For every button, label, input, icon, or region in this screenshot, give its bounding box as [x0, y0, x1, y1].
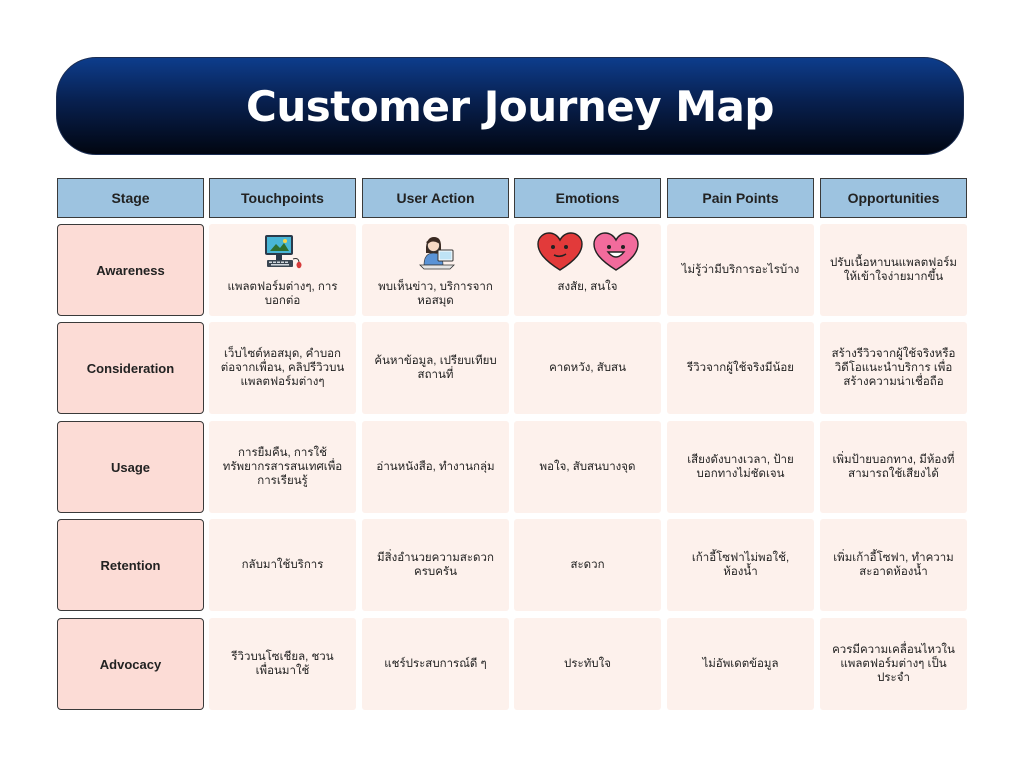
cell-text: สงสัย, สนใจ: [557, 281, 618, 293]
user-action-consideration: ค้นหาข้อมูล, เปรียบเทียบสถานที่: [362, 322, 509, 414]
cell-text: ปรับเนื้อหาบนแพลตฟอร์มให้เข้าใจง่ายมากขึ…: [830, 257, 957, 283]
cell-text: เพิ่มเก้าอี้โซฟา, ทำความสะอาดห้องน้ำ: [833, 552, 954, 578]
user-action-usage: อ่านหนังสือ, ทำงานกลุ่ม: [362, 421, 509, 513]
emotions-retention: สะดวก: [514, 519, 661, 611]
stage-retention: Retention: [57, 519, 204, 611]
opportunities-consideration: สร้างรีวิวจากผู้ใช้จริงหรือวิดีโอแนะนำบร…: [820, 322, 967, 414]
touchpoints-consideration: เว็บไซต์หอสมุด, คำบอกต่อจากเพื่อน, คลิปร…: [209, 322, 356, 414]
pain-points-consideration: รีวิวจากผู้ใช้จริงมีน้อย: [667, 322, 814, 414]
emotions-consideration: คาดหวัง, สับสน: [514, 322, 661, 414]
user-action-retention: มีสิ่งอำนวยความสะดวกครบครัน: [362, 519, 509, 611]
pain-points-retention: เก้าอี้โซฟาไม่พอใช้, ห้องน้ำ: [667, 519, 814, 611]
heart-faces-icon: [536, 232, 640, 274]
cell-text: คาดหวัง, สับสน: [549, 362, 626, 374]
cell-text: อ่านหนังสือ, ทำงานกลุ่ม: [376, 461, 495, 473]
cell-text: แชร์ประสบการณ์ดี ๆ: [384, 658, 487, 670]
cell-text: รีวิวจากผู้ใช้จริงมีน้อย: [686, 362, 795, 374]
cell-text: ไม่อัพเดตข้อมูล: [702, 658, 779, 670]
cell-text: มีสิ่งอำนวยความสะดวกครบครัน: [377, 552, 494, 578]
cell-text: ควรมีความเคลื่อนไหวในแพลตฟอร์มต่างๆ เป็น…: [832, 644, 955, 684]
user-action-advocacy: แชร์ประสบการณ์ดี ๆ: [362, 618, 509, 710]
opportunities-retention: เพิ่มเก้าอี้โซฟา, ทำความสะอาดห้องน้ำ: [820, 519, 967, 611]
touchpoints-awareness: แพลตฟอร์มต่างๆ, การบอกต่อ: [209, 224, 356, 316]
header-pain-points: Pain Points: [667, 178, 814, 218]
cell-text: การยืมคืน, การใช้ทรัพยากรสารสนเทศเพื่อกา…: [222, 447, 343, 487]
touchpoints-advocacy: รีวิวบนโซเชียล, ชวนเพื่อนมาใช้: [209, 618, 356, 710]
pain-points-awareness: ไม่รู้ว่ามีบริการอะไรบ้าง: [667, 224, 814, 316]
stage-consideration: Consideration: [57, 322, 204, 414]
emotions-awareness: สงสัย, สนใจ: [514, 224, 661, 316]
stage-advocacy: Advocacy: [57, 618, 204, 710]
stage-usage: Usage: [57, 421, 204, 513]
cell-text: สร้างรีวิวจากผู้ใช้จริงหรือวิดีโอแนะนำบร…: [831, 348, 956, 388]
touchpoints-retention: กลับมาใช้บริการ: [209, 519, 356, 611]
pain-points-advocacy: ไม่อัพเดตข้อมูล: [667, 618, 814, 710]
emotions-advocacy: ประทับใจ: [514, 618, 661, 710]
cell-text: รีวิวบนโซเชียล, ชวนเพื่อนมาใช้: [231, 651, 334, 677]
emotions-usage: พอใจ, สับสนบางจุด: [514, 421, 661, 513]
stage-awareness: Awareness: [57, 224, 204, 316]
header-opportunities: Opportunities: [820, 178, 967, 218]
cell-text: เว็บไซต์หอสมุด, คำบอกต่อจากเพื่อน, คลิปร…: [220, 348, 345, 388]
cell-text: ประทับใจ: [564, 658, 611, 670]
opportunities-advocacy: ควรมีความเคลื่อนไหวในแพลตฟอร์มต่างๆ เป็น…: [820, 618, 967, 710]
cell-text: พบเห็นข่าว, บริการจากหอสมุด: [378, 281, 493, 307]
person-at-laptop-icon: [414, 232, 458, 274]
header-emotions: Emotions: [514, 178, 661, 218]
cell-text: แพลตฟอร์มต่างๆ, การบอกต่อ: [227, 281, 338, 307]
cell-text: เสียงดังบางเวลา, ป้ายบอกทางไม่ชัดเจน: [687, 454, 794, 480]
cell-text: สะดวก: [570, 559, 605, 571]
title-banner: Customer Journey Map: [56, 57, 964, 155]
opportunities-awareness: ปรับเนื้อหาบนแพลตฟอร์มให้เข้าใจง่ายมากขึ…: [820, 224, 967, 316]
touchpoints-usage: การยืมคืน, การใช้ทรัพยากรสารสนเทศเพื่อกา…: [209, 421, 356, 513]
user-action-awareness: พบเห็นข่าว, บริการจากหอสมุด: [362, 224, 509, 316]
cell-text: พอใจ, สับสนบางจุด: [539, 461, 636, 473]
pain-points-usage: เสียงดังบางเวลา, ป้ายบอกทางไม่ชัดเจน: [667, 421, 814, 513]
page-title: Customer Journey Map: [246, 81, 774, 131]
header-touchpoints: Touchpoints: [209, 178, 356, 218]
cell-text: กลับมาใช้บริการ: [241, 559, 324, 571]
cell-text: เพิ่มป้ายบอกทาง, มีห้องที่สามารถใช้เสียง…: [832, 454, 955, 480]
cell-text: เก้าอี้โซฟาไม่พอใช้, ห้องน้ำ: [691, 552, 790, 578]
header-stage: Stage: [57, 178, 204, 218]
opportunities-usage: เพิ่มป้ายบอกทาง, มีห้องที่สามารถใช้เสียง…: [820, 421, 967, 513]
cell-text: ไม่รู้ว่ามีบริการอะไรบ้าง: [681, 264, 800, 276]
cell-text: ค้นหาข้อมูล, เปรียบเทียบสถานที่: [374, 355, 497, 381]
header-user-action: User Action: [362, 178, 509, 218]
computer-icon: [261, 232, 305, 274]
